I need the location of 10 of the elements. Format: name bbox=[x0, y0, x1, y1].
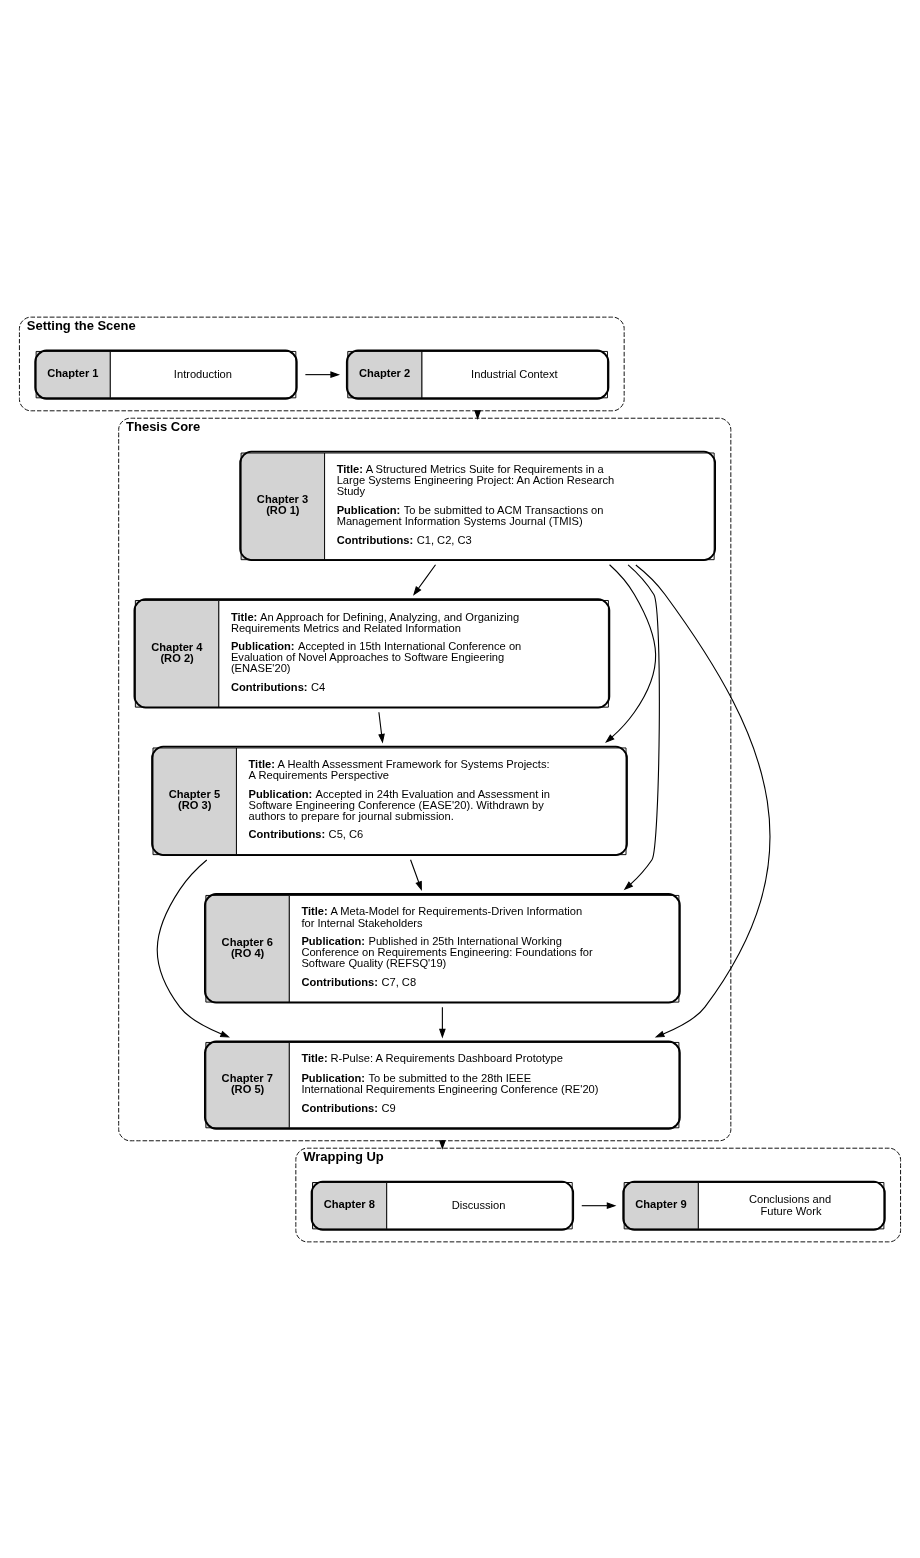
arrow bbox=[439, 1006, 446, 1038]
arrow bbox=[413, 563, 437, 596]
arrow bbox=[605, 563, 657, 743]
arrow bbox=[623, 563, 660, 890]
arrow bbox=[156, 858, 230, 1037]
arrow bbox=[378, 711, 385, 744]
arrow bbox=[410, 858, 422, 891]
arrow bbox=[581, 1201, 617, 1209]
arrow bbox=[635, 563, 771, 1037]
arrow bbox=[304, 370, 341, 378]
